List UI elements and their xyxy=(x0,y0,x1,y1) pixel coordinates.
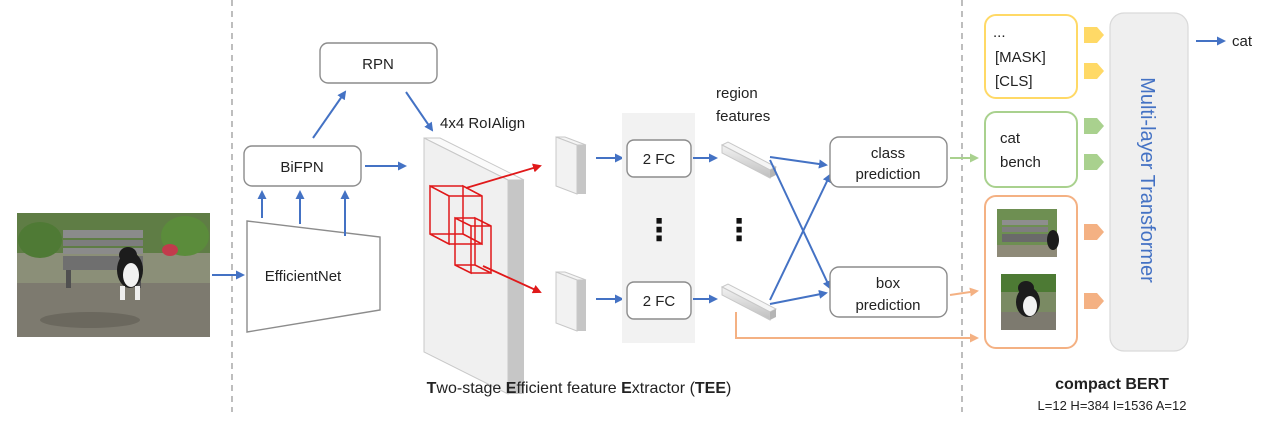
tee-caption-part: E xyxy=(506,380,517,397)
tee-caption-part: T xyxy=(427,380,437,397)
token-port-yellow-2 xyxy=(1084,63,1104,79)
box-prediction-label-line2: prediction xyxy=(855,297,920,314)
rpn-block xyxy=(319,42,438,84)
transformer-block xyxy=(1109,12,1189,352)
class-prediction-label-line1: class xyxy=(871,145,905,162)
pooled-feature-bottom xyxy=(555,271,587,332)
region-image-cat xyxy=(1001,274,1056,330)
special-token-cls: [CLS] xyxy=(995,73,1033,90)
pooled-feature-top xyxy=(555,136,587,195)
arrow-rpn-to-roialign xyxy=(405,91,434,132)
tee-caption-part: fficient feature xyxy=(516,380,621,397)
transformer-label: Multi-layer Transformer xyxy=(1136,77,1158,283)
roialign-label: 4x4 RoIAlign xyxy=(440,115,525,132)
bifpn-label: BiFPN xyxy=(280,159,323,176)
fc-bottom-block xyxy=(626,281,692,320)
token-port-yellow-1 xyxy=(1084,27,1104,43)
box-prediction-label-line1: box xyxy=(876,275,901,292)
roi-boxes xyxy=(429,184,492,275)
region-features-label-line1: region xyxy=(716,85,758,102)
tee-caption-part: wo-stage xyxy=(435,380,505,397)
rpn-label: RPN xyxy=(362,56,394,73)
input-cat-photo xyxy=(17,213,210,337)
class-prediction-block xyxy=(829,136,948,188)
fc-bottom-label: 2 FC xyxy=(643,293,676,310)
region-features-label-line2: features xyxy=(716,108,770,125)
fc-ellipsis: ⋮ xyxy=(644,213,674,248)
tee-caption-part: TEE xyxy=(695,380,726,397)
label-token-bench: bench xyxy=(1000,154,1041,171)
special-token-ellipsis: ... xyxy=(993,24,1006,41)
feature-map xyxy=(423,137,525,395)
arrow-roi-to-pooled-bottom xyxy=(482,265,542,294)
arrow-top-to-class xyxy=(769,156,828,169)
arrow-top-to-box xyxy=(769,159,832,290)
arrow-bottom-to-box xyxy=(769,289,828,305)
token-port-orange-1 xyxy=(1084,224,1104,240)
special-token-mask: [MASK] xyxy=(995,49,1046,66)
token-port-orange-2 xyxy=(1084,293,1104,309)
region-feature-ellipsis: ⋮ xyxy=(724,213,754,248)
special-tokens-box xyxy=(984,14,1078,99)
arrow-bottom-to-class xyxy=(769,173,832,301)
bifpn-block xyxy=(243,145,362,187)
arrow-region-features-to-regions xyxy=(735,312,979,343)
tee-caption: Two-stage Efficient feature Extractor (T… xyxy=(427,380,732,397)
fc-top-block xyxy=(626,139,692,178)
label-tokens-box xyxy=(984,111,1078,188)
box-prediction-block xyxy=(829,266,948,318)
arrow-box-to-regions xyxy=(949,287,979,297)
token-port-green-2 xyxy=(1084,154,1104,170)
class-prediction-label-line2: prediction xyxy=(855,166,920,183)
tee-caption-part: ) xyxy=(726,380,731,397)
label-token-cat: cat xyxy=(1000,130,1021,147)
arrow-roi-to-pooled-top xyxy=(465,163,542,189)
output-label: cat xyxy=(1232,33,1253,50)
bert-title: compact BERT xyxy=(1055,376,1169,393)
tee-caption-part: E xyxy=(621,380,632,397)
region-image-bench xyxy=(997,209,1059,257)
region-feature-rod-top xyxy=(720,141,778,179)
efficientnet-block xyxy=(246,220,381,333)
efficientnet-label: EfficientNet xyxy=(265,268,342,285)
fc-top-label: 2 FC xyxy=(643,151,676,168)
bert-config: L=12 H=384 I=1536 A=12 xyxy=(1038,398,1187,413)
arrow-bifpn-to-rpn xyxy=(312,90,347,139)
region-feature-rod-bottom xyxy=(720,283,778,321)
tee-caption-part: xtractor ( xyxy=(632,380,696,397)
token-port-green-1 xyxy=(1084,118,1104,134)
